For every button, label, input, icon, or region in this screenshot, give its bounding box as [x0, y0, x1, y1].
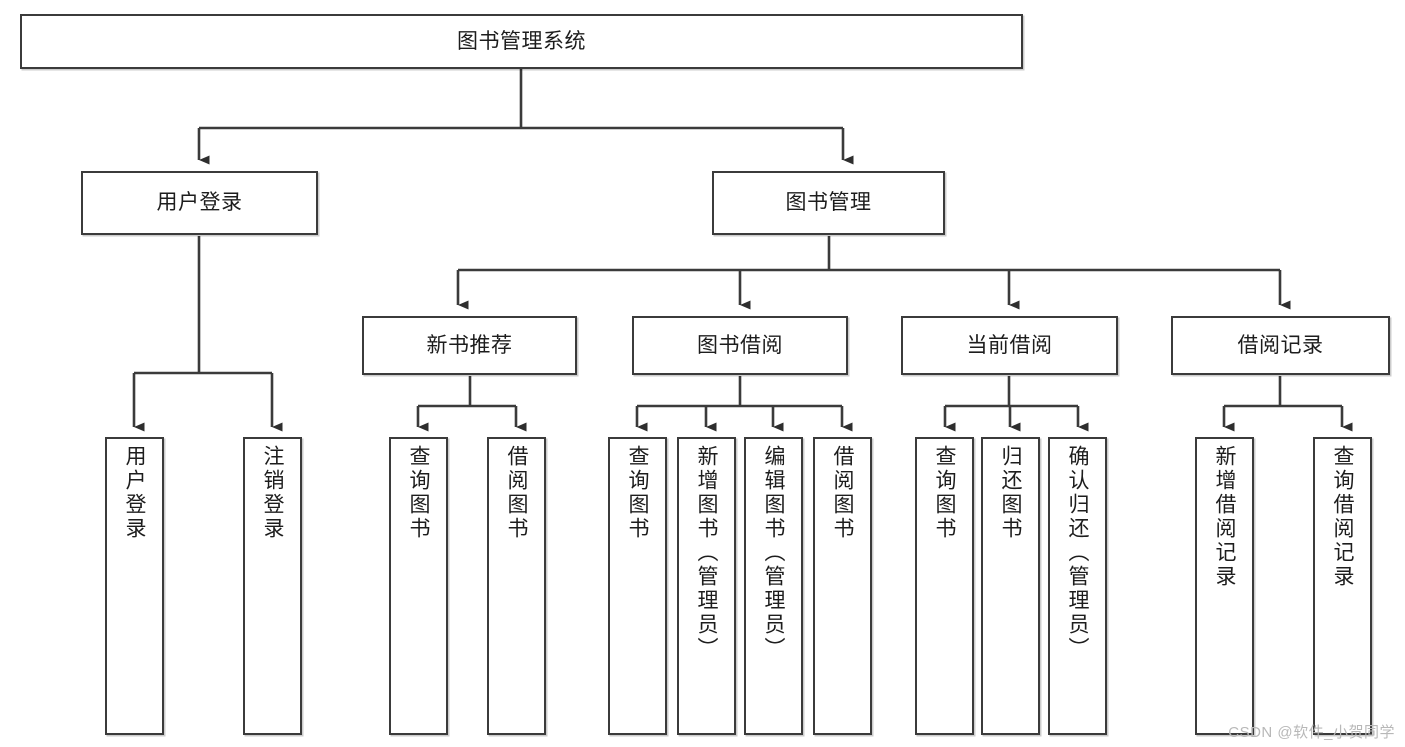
node-user-login-label: 用户登录	[156, 191, 243, 215]
node-leaf-query-book-2-label: 查询图书	[626, 445, 649, 541]
node-leaf-query-book-1-label: 查询图书	[407, 445, 430, 541]
node-leaf-confirm-return-label: 确认归还（管理员）	[1066, 445, 1089, 661]
node-book-manage[interactable]: 图书管理	[712, 171, 945, 235]
node-leaf-query-book-3-label: 查询图书	[933, 445, 956, 541]
node-borrow-record-label: 借阅记录	[1237, 333, 1324, 357]
node-current-borrow[interactable]: 当前借阅	[901, 316, 1118, 375]
node-book-borrow-label: 图书借阅	[697, 333, 783, 357]
node-leaf-edit-book[interactable]: 编辑图书（管理员）	[744, 437, 803, 735]
node-leaf-user-login-label: 用户登录	[123, 445, 146, 541]
node-leaf-borrow-book-2-label: 借阅图书	[831, 445, 854, 541]
node-leaf-borrow-book-1[interactable]: 借阅图书	[487, 437, 546, 735]
node-new-book-rec-label: 新书推荐	[426, 333, 513, 357]
node-leaf-return-book-label: 归还图书	[999, 445, 1022, 541]
node-leaf-query-record[interactable]: 查询借阅记录	[1313, 437, 1372, 735]
node-leaf-add-book[interactable]: 新增图书（管理员）	[677, 437, 736, 735]
node-leaf-query-book-3[interactable]: 查询图书	[915, 437, 974, 735]
node-leaf-query-record-label: 查询借阅记录	[1331, 445, 1354, 589]
node-leaf-logout-label: 注销登录	[261, 445, 284, 541]
node-book-manage-label: 图书管理	[785, 191, 872, 215]
node-root-label: 图书管理系统	[457, 29, 586, 53]
node-root[interactable]: 图书管理系统	[20, 14, 1023, 69]
node-leaf-add-record-label: 新增借阅记录	[1213, 445, 1236, 589]
node-leaf-edit-book-label: 编辑图书（管理员）	[762, 445, 785, 661]
node-borrow-record[interactable]: 借阅记录	[1171, 316, 1390, 375]
node-leaf-query-book-1[interactable]: 查询图书	[389, 437, 448, 735]
node-leaf-query-book-2[interactable]: 查询图书	[608, 437, 667, 735]
node-leaf-add-record[interactable]: 新增借阅记录	[1195, 437, 1254, 735]
node-leaf-borrow-book-2[interactable]: 借阅图书	[813, 437, 872, 735]
node-current-borrow-label: 当前借阅	[966, 333, 1053, 357]
node-leaf-add-book-label: 新增图书（管理员）	[695, 445, 718, 661]
node-user-login[interactable]: 用户登录	[81, 171, 318, 235]
node-leaf-user-login[interactable]: 用户登录	[105, 437, 164, 735]
node-leaf-return-book[interactable]: 归还图书	[981, 437, 1040, 735]
node-leaf-confirm-return[interactable]: 确认归还（管理员）	[1048, 437, 1107, 735]
node-new-book-rec[interactable]: 新书推荐	[362, 316, 577, 375]
node-leaf-logout[interactable]: 注销登录	[243, 437, 302, 735]
node-book-borrow[interactable]: 图书借阅	[632, 316, 848, 375]
watermark: CSDN @软件_小贺同学	[1228, 724, 1395, 741]
node-leaf-borrow-book-1-label: 借阅图书	[505, 445, 528, 541]
